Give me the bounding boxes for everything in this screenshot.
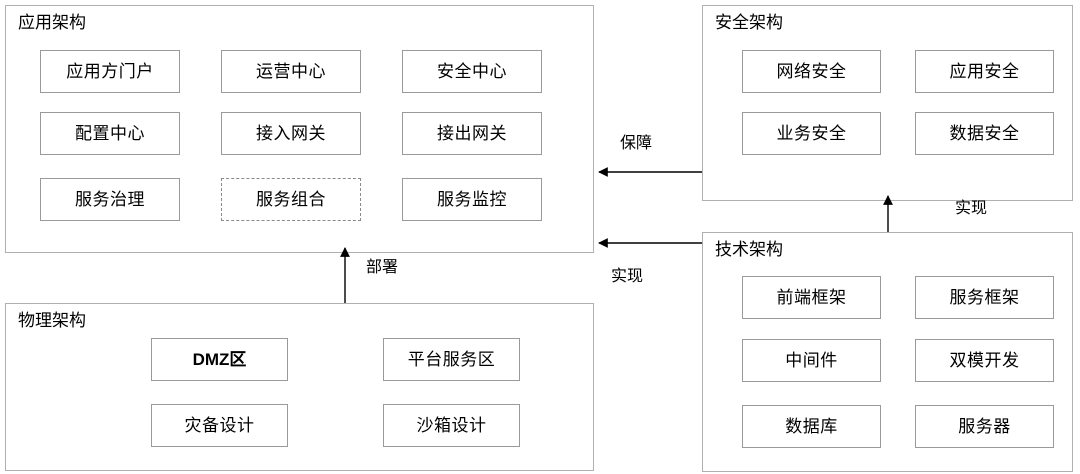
node-server[interactable]: 服务器 [915, 405, 1054, 448]
node-operation-center[interactable]: 运营中心 [221, 50, 361, 93]
connector-label-technical-to-security: 实现 [955, 200, 988, 217]
connector-label-physical-to-application: 部署 [366, 259, 399, 276]
node-sandbox-design[interactable]: 沙箱设计 [383, 404, 520, 447]
panel-title-security-architecture: 安全架构 [715, 13, 783, 32]
panel-title-physical-architecture: 物理架构 [18, 311, 86, 330]
node-middleware[interactable]: 中间件 [742, 339, 881, 382]
panel-title-technical-architecture: 技术架构 [715, 240, 783, 259]
node-frontend-framework[interactable]: 前端框架 [742, 276, 881, 319]
node-platform-service-zone[interactable]: 平台服务区 [383, 338, 520, 381]
node-business-security[interactable]: 业务安全 [742, 112, 881, 155]
node-service-monitoring[interactable]: 服务监控 [402, 178, 542, 221]
node-application-security[interactable]: 应用安全 [915, 50, 1054, 93]
node-data-security[interactable]: 数据安全 [915, 112, 1054, 155]
node-egress-gateway[interactable]: 接出网关 [402, 112, 542, 155]
node-service-governance[interactable]: 服务治理 [40, 178, 180, 221]
node-bimodal-development[interactable]: 双模开发 [915, 339, 1054, 382]
node-ingress-gateway[interactable]: 接入网关 [221, 112, 361, 155]
node-service-framework[interactable]: 服务框架 [915, 276, 1054, 319]
node-database[interactable]: 数据库 [742, 405, 881, 448]
connector-label-security-to-application: 保障 [620, 135, 653, 152]
node-disaster-recovery-design[interactable]: 灾备设计 [151, 404, 288, 447]
node-application-portal[interactable]: 应用方门户 [40, 50, 180, 93]
node-security-center[interactable]: 安全中心 [402, 50, 542, 93]
node-dmz-zone[interactable]: DMZ区 [151, 338, 288, 381]
node-service-composition[interactable]: 服务组合 [221, 178, 361, 221]
node-config-center[interactable]: 配置中心 [40, 112, 180, 155]
connector-label-technical-to-application: 实现 [611, 268, 644, 285]
panel-security-architecture: 安全架构 [702, 5, 1073, 201]
panel-title-application-architecture: 应用架构 [18, 13, 86, 32]
node-network-security[interactable]: 网络安全 [742, 50, 881, 93]
